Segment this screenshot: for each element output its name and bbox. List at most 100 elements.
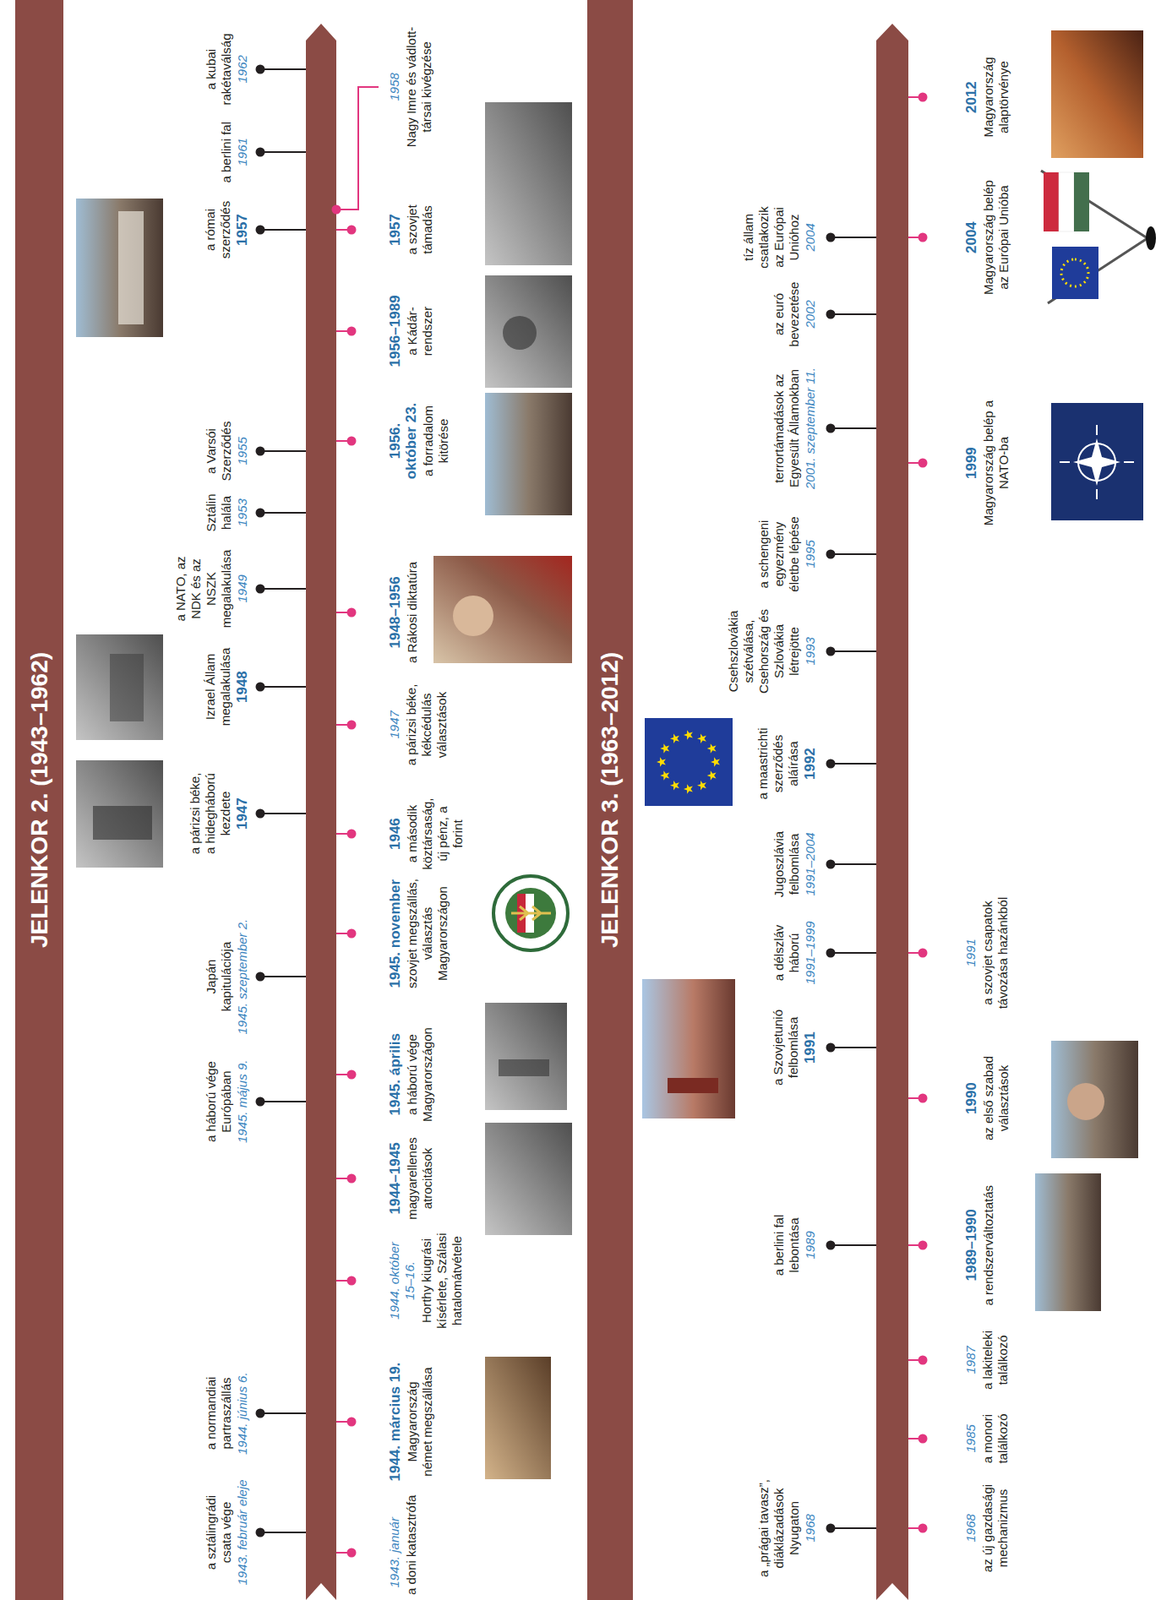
- photo: [76, 760, 164, 868]
- event-text: terrortámadások az Egyesült Államokban: [771, 365, 802, 492]
- photo: [498, 1059, 550, 1077]
- event-text: Csehszlovákia szétválása, Csehország és …: [725, 607, 802, 697]
- event-date: 2001. szeptember 11.: [802, 367, 818, 490]
- event-text: a „prágai tavasz”, diáklázadások Nyugato…: [756, 1477, 802, 1580]
- event-stem: [260, 812, 306, 815]
- event-date: 1995: [802, 539, 818, 568]
- nato-flag: [1051, 403, 1144, 521]
- eu-flag: [656, 757, 666, 767]
- event-date: 1999: [963, 446, 980, 480]
- event-dot: [256, 65, 266, 75]
- eu-flag: [707, 770, 717, 780]
- flags-picture: [1043, 172, 1059, 232]
- event-text: tíz állam csatlakozik az Európai Unióhoz: [741, 200, 802, 275]
- photo: [485, 102, 573, 266]
- event-date: 1962: [234, 54, 251, 83]
- event-text: az első szabad választások: [981, 1052, 1012, 1145]
- event-date: 1961: [234, 137, 251, 166]
- event-dot: [918, 92, 928, 103]
- event-text: a szovjet csapatok távozása hazánkból: [980, 893, 1011, 1013]
- event-text: a doni katasztrófa: [403, 1495, 420, 1596]
- eu-flag: [683, 784, 693, 794]
- flags-picture: [1041, 170, 1148, 304]
- event-text: a schengeni egyezmény életbe lépése: [756, 512, 802, 597]
- event-dot: [256, 446, 266, 457]
- party-logo: [493, 876, 568, 951]
- eu-flag: [659, 743, 670, 753]
- event-stem: [830, 1527, 877, 1530]
- event-dot: [256, 584, 266, 595]
- flags-picture: [1061, 259, 1089, 287]
- event-date: 1987: [963, 1346, 979, 1374]
- event-dot: [347, 1070, 357, 1080]
- event-stem: [830, 863, 877, 866]
- event-date: 1957: [387, 213, 404, 246]
- event-date: 1985: [963, 1424, 979, 1453]
- event-date: 1955: [234, 436, 251, 465]
- band-title: JELENKOR 3. (1963–2012): [596, 652, 624, 949]
- event-dot: [918, 948, 928, 959]
- event-text: Horthy kiugrási kísérlete, Szálasi hatal…: [419, 1228, 465, 1335]
- event-date: 1989–1990: [963, 1209, 980, 1282]
- event-text: Magyarország alaptörvénye: [981, 53, 1012, 142]
- event-date: 1947: [387, 710, 403, 739]
- photo: [76, 634, 164, 741]
- party-logo: [511, 906, 551, 921]
- event-dot: [826, 424, 836, 434]
- event-text: az új gazdasági mechanizmus: [980, 1477, 1011, 1580]
- event-stem: [830, 553, 877, 556]
- event-date: 2004: [802, 223, 818, 251]
- event-date: 1944. június 6.: [234, 1372, 251, 1456]
- event-text: Magyarország belép a NATO-ba: [981, 399, 1012, 527]
- eu-flag: [697, 734, 707, 744]
- event-text: a normandiai partraszállás: [203, 1371, 235, 1456]
- eu-flag: [659, 770, 670, 780]
- event-dot: [918, 458, 928, 469]
- event-text: a háború vége Magyarországon: [404, 1024, 436, 1126]
- title-band: JELENKOR 3. (1963–2012): [587, 0, 633, 1600]
- event-date: 1953: [234, 498, 251, 527]
- event-dot: [256, 508, 266, 518]
- photo: [1051, 30, 1144, 159]
- event-text: a Szovjetunió felbomlása: [770, 1003, 802, 1093]
- event-date: 1943. január: [387, 1517, 403, 1588]
- nato-flag: [1059, 425, 1134, 500]
- photo: [92, 806, 153, 840]
- photo: [433, 556, 573, 664]
- event-dot: [826, 647, 836, 657]
- event-text: a római szerződés: [202, 199, 234, 261]
- event-dot: [256, 809, 266, 819]
- event-text: a háború vége Európában: [203, 1057, 235, 1147]
- event-date: 1968: [802, 1514, 818, 1543]
- event-stem: [260, 588, 306, 590]
- eu-flag: [644, 718, 733, 807]
- eu-flag: [697, 780, 707, 791]
- event-dot: [918, 1241, 928, 1251]
- event-text: a monori találkozó: [980, 1408, 1011, 1470]
- event-dot: [347, 436, 357, 447]
- event-dot: [826, 550, 836, 560]
- flags-picture: [1041, 170, 1156, 304]
- event-dot: [256, 1528, 266, 1538]
- event-stem: [830, 1244, 877, 1247]
- event-stem: [260, 1101, 306, 1103]
- event-stem: [260, 512, 306, 514]
- event-dot: [347, 829, 357, 840]
- event-stem: [260, 1412, 306, 1415]
- event-stem: [830, 1046, 877, 1049]
- event-text: az euró bevezetése: [771, 280, 802, 349]
- event-date: 1943. február eleje: [234, 1479, 251, 1586]
- event-date: 1991–1999: [802, 921, 818, 985]
- event-text: Japán kapitulációja: [203, 938, 235, 1015]
- event-date: 1991–2004: [802, 832, 818, 896]
- event-text: a sztálingrádi csata vége: [203, 1486, 235, 1580]
- event-dot: [347, 225, 357, 235]
- event-dot: [826, 1241, 836, 1251]
- event-text: a NATO, az NDK és az NSZK megalakulása: [173, 549, 235, 630]
- photo: [76, 198, 164, 338]
- event-text: Jugoszlávia felbomlása: [771, 826, 802, 903]
- event-date: 1946: [387, 817, 404, 851]
- event-dot: [826, 860, 836, 870]
- event-date: 1956–1989: [387, 294, 404, 367]
- nato-flag: [1073, 438, 1121, 486]
